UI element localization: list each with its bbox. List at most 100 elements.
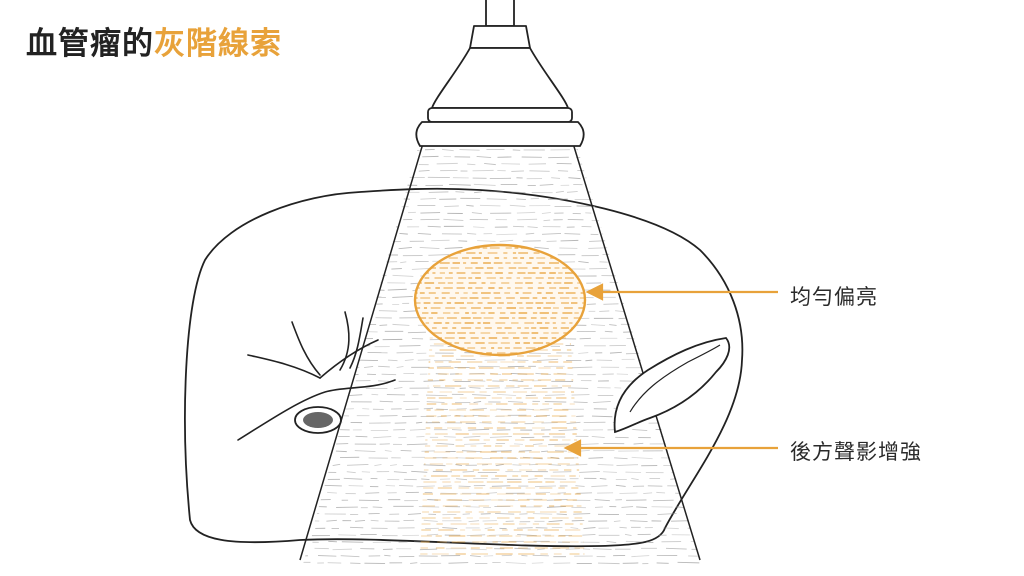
- echo-stroke: [300, 169, 306, 172]
- echo-stroke: [576, 492, 593, 494]
- echo-stroke: [548, 156, 569, 159]
- echo-stroke: [657, 513, 677, 516]
- echo-stroke: [423, 519, 438, 522]
- echo-stroke: [685, 170, 705, 173]
- echo-stroke: [635, 316, 656, 319]
- echo-stroke: [425, 394, 448, 397]
- echo-stroke: [399, 484, 414, 487]
- echo-stroke: [361, 471, 371, 473]
- echo-stroke: [393, 471, 407, 474]
- echo-stroke: [300, 212, 310, 215]
- echo-stroke: [687, 491, 704, 494]
- echo-stroke: [653, 499, 674, 502]
- echo-stroke: [676, 330, 695, 333]
- echo-stroke: [436, 365, 451, 368]
- echo-stroke: [316, 226, 334, 228]
- echo-stroke: [472, 407, 487, 410]
- echo-stroke: [620, 226, 633, 229]
- echo-stroke: [444, 205, 459, 208]
- echo-stroke: [496, 408, 512, 411]
- echo-stroke: [387, 288, 407, 291]
- echo-stroke: [491, 450, 512, 452]
- echo-stroke: [392, 323, 410, 326]
- echo-stroke: [371, 393, 379, 396]
- echo-stroke: [534, 246, 549, 250]
- echo-stroke: [539, 183, 554, 186]
- echo-stroke: [585, 177, 592, 179]
- echo-stroke: [306, 275, 326, 278]
- echo-stroke: [636, 506, 647, 509]
- echo-stroke: [384, 554, 391, 557]
- echo-stroke: [300, 219, 307, 221]
- echo-stroke: [707, 409, 726, 410]
- echo-stroke: [329, 338, 347, 340]
- echo-stroke: [509, 380, 524, 382]
- echo-stroke: [542, 387, 563, 389]
- echo-stroke: [378, 310, 398, 312]
- echo-stroke: [370, 519, 379, 522]
- echo-stroke: [700, 268, 705, 270]
- echo-stroke: [591, 324, 606, 327]
- echo-stroke: [474, 191, 482, 194]
- echo-stroke: [677, 344, 694, 347]
- echo-stroke: [326, 519, 337, 522]
- echo-stroke: [374, 464, 382, 467]
- echo-stroke: [576, 205, 598, 208]
- echo-stroke: [499, 239, 514, 242]
- echo-stroke: [315, 218, 334, 221]
- echo-stroke: [663, 527, 679, 530]
- echo-stroke: [629, 197, 646, 200]
- echo-stroke: [655, 212, 674, 214]
- hepatic-vessels: [237, 311, 396, 441]
- echo-stroke: [472, 499, 492, 502]
- echo-stroke: [436, 408, 448, 411]
- echo-stroke: [685, 296, 705, 299]
- echo-stroke: [406, 443, 428, 446]
- echo-stroke: [354, 450, 376, 452]
- echo-stroke: [496, 393, 517, 396]
- echo-stroke: [684, 247, 698, 250]
- echo-stroke: [624, 533, 632, 536]
- echo-stroke: [423, 380, 444, 382]
- echo-stroke: [541, 211, 551, 215]
- echo-stroke: [709, 311, 718, 312]
- echo-stroke: [577, 169, 591, 172]
- echo-stroke: [463, 435, 481, 438]
- echo-stroke: [300, 513, 320, 515]
- echo-stroke: [598, 562, 620, 565]
- echo-stroke: [328, 540, 337, 543]
- echo-stroke: [558, 429, 578, 431]
- echo-stroke: [345, 184, 360, 187]
- echo-stroke: [357, 261, 364, 263]
- echo-stroke: [305, 296, 313, 299]
- echo-stroke: [558, 170, 569, 172]
- echo-stroke: [428, 254, 450, 256]
- echo-stroke: [614, 457, 628, 460]
- echo-stroke: [677, 561, 700, 564]
- echo-stroke: [617, 254, 627, 256]
- echo-stroke: [470, 555, 481, 558]
- echo-stroke: [575, 485, 585, 487]
- echo-stroke: [389, 464, 397, 467]
- echo-stroke: [443, 218, 464, 221]
- echo-stroke: [323, 484, 342, 487]
- echo-stroke: [486, 492, 498, 494]
- echo-stroke: [570, 527, 579, 530]
- echo-stroke: [290, 262, 298, 263]
- echo-stroke: [379, 324, 388, 326]
- echo-stroke: [317, 205, 340, 208]
- echo-stroke: [517, 533, 537, 537]
- echo-stroke: [373, 436, 392, 439]
- echo-stroke: [551, 177, 561, 179]
- echo-stroke: [615, 163, 637, 165]
- echo-stroke: [448, 562, 469, 564]
- echo-stroke: [512, 464, 522, 466]
- echo-stroke: [300, 239, 302, 243]
- echo-stroke: [504, 386, 520, 389]
- echo-stroke: [449, 183, 471, 186]
- echo-stroke: [465, 506, 480, 508]
- echo-stroke: [591, 415, 613, 418]
- echo-stroke: [417, 233, 432, 235]
- echo-stroke: [521, 554, 528, 557]
- echo-stroke: [466, 204, 474, 207]
